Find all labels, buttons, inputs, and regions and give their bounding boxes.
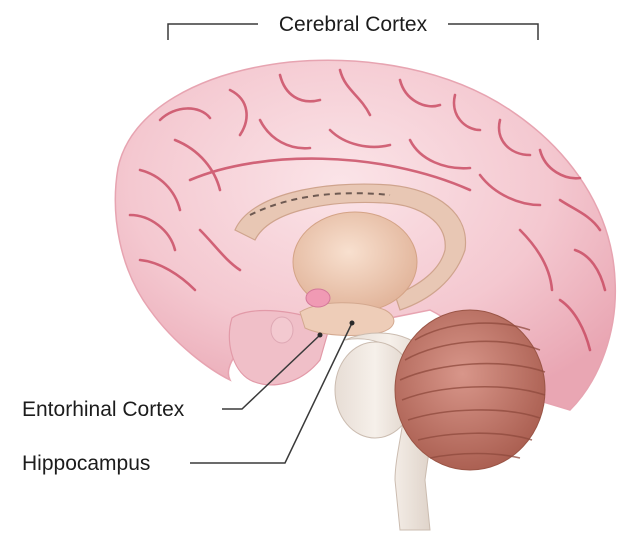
entorhinal-cortex-leader	[222, 334, 321, 410]
temporal-lobe-shape	[228, 309, 331, 386]
amygdala-shape	[305, 288, 331, 308]
cerebral-cortex-bracket	[167, 23, 539, 40]
hippocampus-leader	[190, 322, 353, 464]
cortex-sulci	[128, 68, 607, 352]
hippocampus-point	[349, 320, 355, 326]
cerebellum-shape	[394, 309, 546, 471]
cerebral-cortex-label: Cerebral Cortex	[279, 13, 428, 36]
hippocampus-label: Hippocampus	[22, 452, 150, 475]
entorhinal-cortex-label: Entorhinal Cortex	[22, 398, 185, 421]
corpus-callosum-shape	[234, 183, 467, 311]
hippocampus-shape	[299, 302, 395, 336]
pituitary-shape	[270, 316, 294, 344]
entorhinal-cortex-point	[317, 332, 323, 338]
callosum-dashes	[249, 192, 391, 216]
